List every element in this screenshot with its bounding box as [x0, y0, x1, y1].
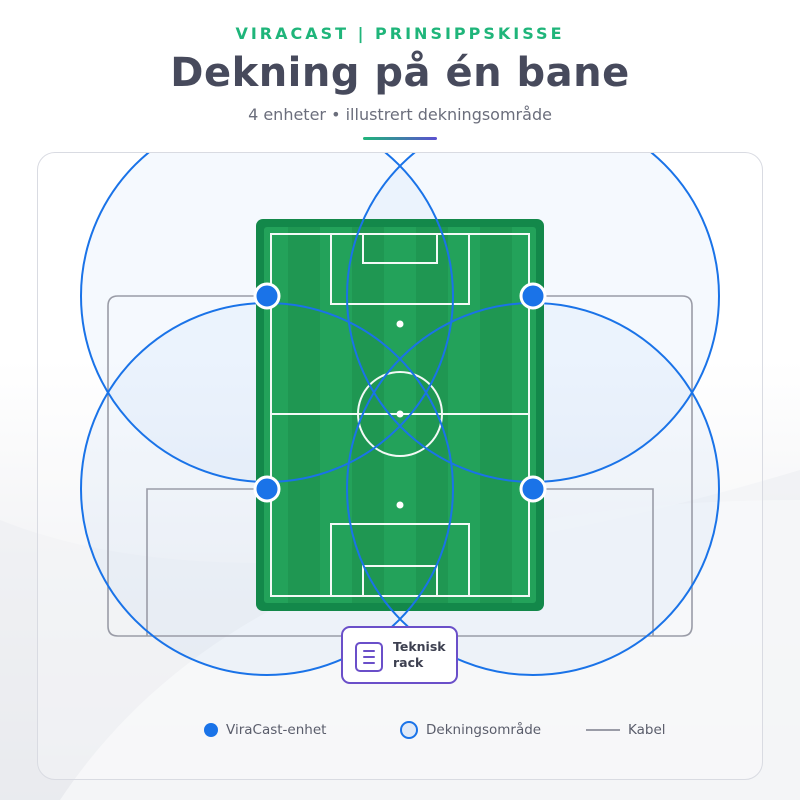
football-pitch	[256, 219, 544, 611]
rack-label: Teknisk rack	[393, 639, 446, 670]
device-dot-icon	[204, 723, 218, 737]
legend-coverage-label: Dekningsområde	[426, 722, 542, 738]
legend-device-label: ViraCast-enhet	[226, 722, 327, 738]
technical-rack[interactable]: Teknisk rack	[341, 626, 458, 684]
viracast-device-top-right[interactable]	[519, 282, 547, 310]
viracast-device-bottom-left[interactable]	[253, 475, 281, 503]
coverage-ring-icon	[400, 721, 418, 739]
cable-line-icon	[586, 729, 620, 731]
page-subtitle: 4 enheter • illustrert dekningsområde	[248, 105, 552, 124]
legend: ViraCast-enhet Dekningsområde Kabel	[0, 718, 800, 742]
header-kicker: VIRACAST | PRINSIPPSKISSE	[235, 24, 565, 43]
title-accent-bar	[363, 137, 437, 140]
rack-icon	[355, 642, 383, 672]
cable-inner	[146, 488, 654, 636]
devices	[253, 282, 547, 503]
legend-item-coverage: Dekningsområde	[400, 718, 541, 742]
legend-item-device: ViraCast-enhet	[204, 718, 326, 742]
legend-item-cable: Kabel	[586, 718, 666, 742]
viracast-device-top-left[interactable]	[253, 282, 281, 310]
legend-cable-label: Kabel	[628, 722, 666, 738]
page-title: Dekning på én bane	[170, 50, 630, 96]
viracast-device-bottom-right[interactable]	[519, 475, 547, 503]
